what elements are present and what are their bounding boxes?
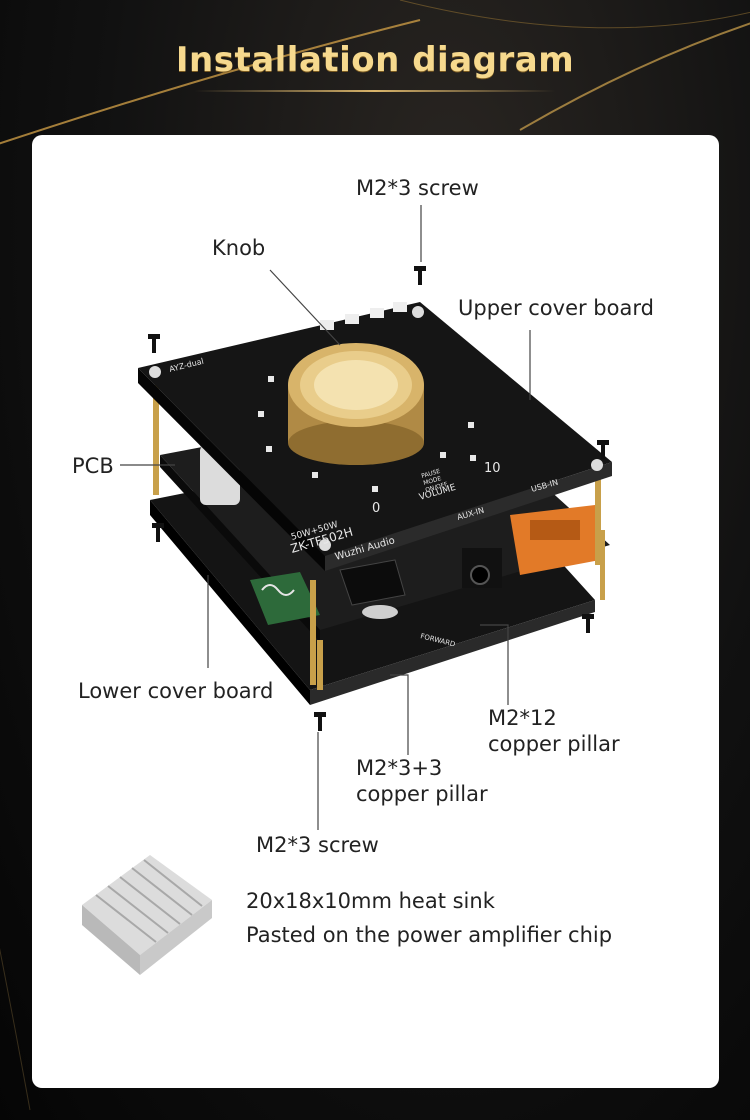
copper-pillars (153, 385, 605, 690)
label-lower-cover-board: Lower cover board (78, 679, 274, 703)
label-heat-sink-size: 20x18x10mm heat sink (246, 889, 495, 913)
label-upper-cover-board: Upper cover board (458, 296, 654, 320)
heat-sink-image (82, 855, 212, 975)
title-underline (195, 90, 555, 92)
label-heat-sink-note: Pasted on the power amplifier chip (246, 923, 613, 947)
label-m2-12-line1: M2*12 (488, 706, 557, 730)
leader-lines (120, 205, 531, 830)
volume-knob (288, 343, 424, 465)
label-m2-12-line2: copper pillar (488, 732, 620, 756)
label-m2-3-3-line1: M2*3+3 (356, 756, 443, 780)
vol-min-label: 0 (372, 501, 380, 516)
label-knob: Knob (212, 236, 266, 260)
mode-marking: MODE (423, 475, 443, 487)
label-pcb: PCB (72, 454, 114, 478)
screws (148, 266, 609, 731)
label-top-screw: M2*3 screw (356, 176, 479, 200)
label-bottom-screw: M2*3 screw (256, 833, 379, 857)
label-m2-3-3-line2: copper pillar (356, 782, 488, 806)
page-title: Installation diagram (175, 40, 575, 80)
vol-max-label: 10 (484, 461, 501, 476)
